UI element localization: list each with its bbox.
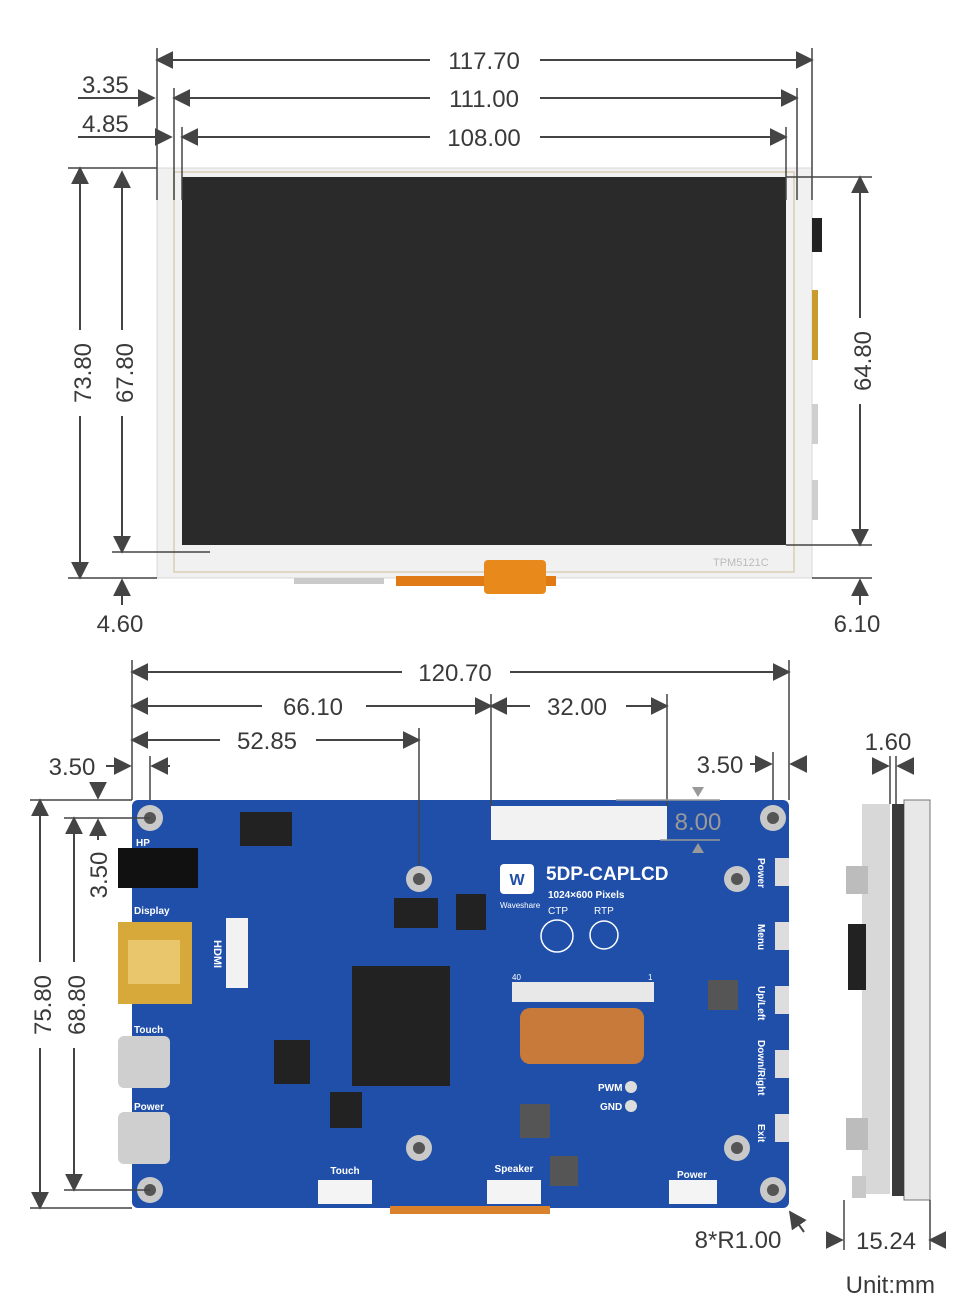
gnd-label: GND xyxy=(600,1102,622,1113)
touch-fpc-tail xyxy=(484,560,546,594)
mounting-holes xyxy=(137,805,786,1203)
waveshare-logo xyxy=(500,864,534,894)
side-buttons xyxy=(775,858,789,1142)
dim-depth: 15.24 xyxy=(856,1228,916,1255)
rtp-pad xyxy=(589,920,619,950)
touch-connector xyxy=(318,1180,372,1204)
hp-label: HP xyxy=(136,838,150,849)
touch-fpc xyxy=(396,576,556,586)
ffc-connector xyxy=(226,918,248,988)
dim-hole-to-inner: 52.85 xyxy=(237,728,297,755)
button-label-menu: Menu xyxy=(755,924,766,950)
dim-overall-height: 73.80 xyxy=(70,343,97,403)
ctp-label: CTP xyxy=(548,906,568,917)
dim-display-height: 64.80 xyxy=(850,331,877,391)
svg-text:W: W xyxy=(509,872,525,889)
power-connector-label: Power xyxy=(677,1170,707,1181)
dim-back-overall-width: 120.70 xyxy=(418,660,491,687)
dim-holes: 8*R1.00 xyxy=(695,1227,782,1254)
dim-bottom-right: 6.10 xyxy=(834,611,881,638)
pin40-label: 40 xyxy=(512,973,521,982)
dim-thickness-top: 1.60 xyxy=(865,729,912,756)
touch-connector-label: Touch xyxy=(330,1166,359,1177)
hdmi-label: HDMI xyxy=(211,940,223,968)
side-jack xyxy=(812,218,822,252)
lcd-fpc-cable xyxy=(520,1008,644,1064)
button-label-exit: Exit xyxy=(755,1124,766,1143)
front-view: TPM5121C 117.70 111.00 108.00 3.35 4.85 … xyxy=(66,44,880,638)
dim-left-offset-inner: 4.85 xyxy=(82,111,129,138)
board-model: 5DP-CAPLCD xyxy=(546,864,668,885)
pin1-label: 1 xyxy=(648,973,653,982)
side-view: 1.60 15.24 xyxy=(825,729,947,1255)
dim-top-hole: 3.50 xyxy=(86,852,113,899)
button-label-up-left: Up/Left xyxy=(755,986,766,1021)
button-label-power: Power xyxy=(755,858,766,888)
back-view: W 5DP-CAPLCD 1024×600 Pixels Waveshare C… xyxy=(26,656,808,1254)
speaker-connector xyxy=(487,1180,541,1204)
unit-label: Unit:mm xyxy=(846,1272,935,1299)
usb-c-power xyxy=(118,1112,170,1164)
pcb-board xyxy=(132,800,789,1208)
dim-hole-height: 68.80 xyxy=(64,975,91,1035)
hp-jack xyxy=(118,848,198,888)
dim-bottom-left: 4.60 xyxy=(97,611,144,638)
dim-overall-width: 117.70 xyxy=(448,48,520,75)
board-resolution: 1024×600 Pixels xyxy=(548,890,625,901)
dim-window-height: 8.00 xyxy=(675,809,722,836)
ctp-pad xyxy=(540,919,574,953)
lcd-screen xyxy=(182,177,786,545)
board-cutout xyxy=(491,806,667,840)
dim-touch-width: 111.00 xyxy=(449,86,519,113)
dim-hole-to-center: 66.10 xyxy=(283,694,343,721)
dim-left-offset-outer: 3.35 xyxy=(82,72,129,99)
speaker-connector-label: Speaker xyxy=(495,1164,534,1175)
usb-c-touch xyxy=(118,1036,170,1088)
power-usb-label: Power xyxy=(134,1102,164,1113)
side-part xyxy=(812,290,818,360)
display-label: Display xyxy=(134,906,170,917)
main-chip xyxy=(352,966,450,1086)
lcd-connector xyxy=(512,982,654,1002)
dim-touch-height: 67.80 xyxy=(112,343,139,403)
dim-display-width: 108.00 xyxy=(447,125,520,152)
dim-window-width: 32.00 xyxy=(547,694,607,721)
board-brand: Waveshare xyxy=(500,901,541,910)
power-connector xyxy=(669,1180,717,1204)
rtp-label: RTP xyxy=(594,906,614,917)
side-screen xyxy=(903,799,931,1201)
touch-usb-label: Touch xyxy=(134,1025,163,1036)
panel-label: TPM5121C xyxy=(713,557,769,569)
pwm-label: PWM xyxy=(598,1083,622,1094)
button-label-down-right: Down/Right xyxy=(755,1040,766,1096)
dim-right-hole: 3.50 xyxy=(697,752,744,779)
dim-left-hole: 3.50 xyxy=(49,754,96,781)
dim-back-overall-height: 75.80 xyxy=(30,975,57,1035)
